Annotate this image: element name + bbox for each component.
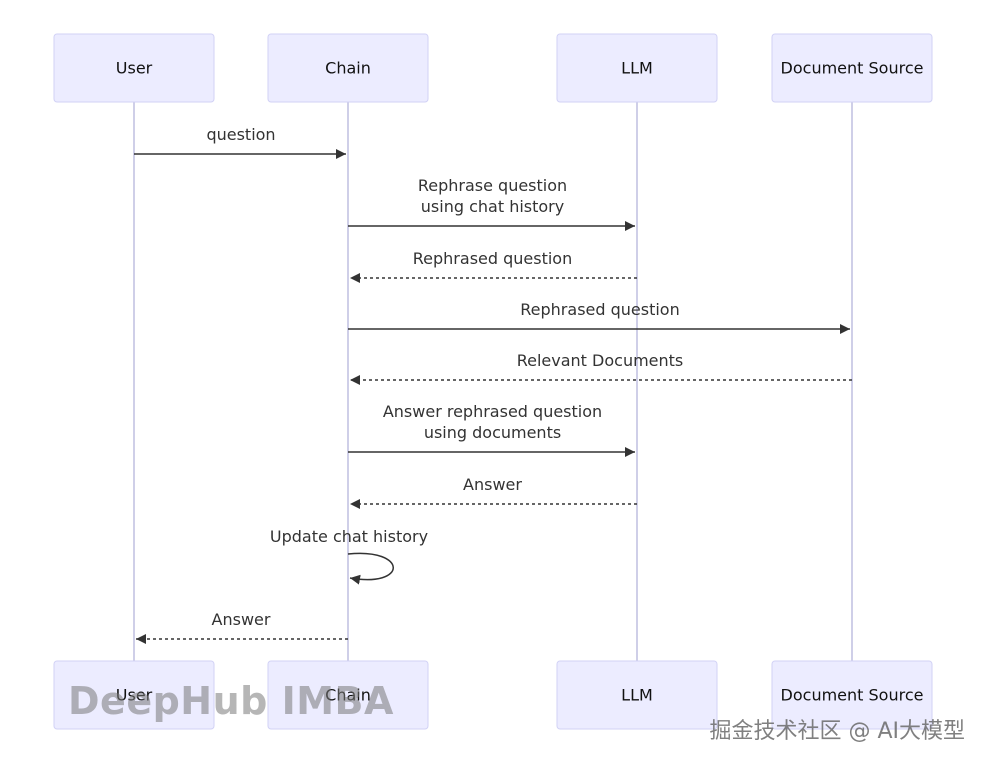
- actor-label-chain-top: Chain: [325, 59, 371, 78]
- message-1-label: question: [206, 125, 275, 144]
- message-1: question: [134, 125, 346, 159]
- actor-label-docs-bottom: Document Source: [781, 686, 924, 705]
- message-7-label: Answer: [463, 475, 522, 494]
- message-3: Rephrased question: [350, 249, 637, 283]
- message-6-label-line-2: using documents: [424, 423, 561, 442]
- message-8: Update chat history: [270, 527, 428, 585]
- actor-chain-bottom: Chain: [267, 660, 429, 730]
- actor-chain-top: Chain: [267, 33, 429, 103]
- actor-box-chain-bottom: [267, 660, 429, 730]
- message-2-label: Rephrase question using chat history: [418, 176, 567, 216]
- actor-label-docs-top: Document Source: [781, 59, 924, 78]
- message-4: Rephrased question: [348, 300, 850, 334]
- message-9: Answer: [136, 610, 348, 644]
- actor-llm-top: LLM: [556, 33, 718, 103]
- message-7-label-line-1: Answer: [463, 475, 522, 494]
- actor-user-top: User: [53, 33, 215, 103]
- actor-llm-bottom: LLM: [556, 660, 718, 730]
- actors-bottom: User Chain LLM Document Source: [53, 660, 933, 730]
- message-5-label: Relevant Documents: [517, 351, 684, 370]
- actor-docs-bottom: Document Source: [771, 660, 933, 730]
- message-3-label: Rephrased question: [413, 249, 572, 268]
- watermark-deephub: DeepHub IMBA: [68, 679, 394, 723]
- actor-label-chain-bottom: Chain: [325, 686, 371, 705]
- message-6: Answer rephrased question using documents: [348, 402, 635, 457]
- actor-box-llm-bottom: [556, 660, 718, 730]
- message-4-label-line-1: Rephrased question: [520, 300, 679, 319]
- actor-label-user-top: User: [116, 59, 153, 78]
- message-8-arrow: [347, 552, 394, 585]
- message-7: Answer: [350, 475, 637, 509]
- actor-box-docs-bottom: [771, 660, 933, 730]
- message-4-label: Rephrased question: [520, 300, 679, 319]
- actor-box-llm-top: [556, 33, 718, 103]
- actor-label-llm-top: LLM: [621, 59, 653, 78]
- actor-box-user-bottom: [53, 660, 215, 730]
- actor-label-user-bottom: User: [116, 686, 153, 705]
- actor-box-chain-top: [267, 33, 429, 103]
- message-2-label-line-1: Rephrase question: [418, 176, 567, 195]
- message-6-label: Answer rephrased question using documents: [383, 402, 602, 442]
- actor-user-bottom: User: [53, 660, 215, 730]
- actor-docs-top: Document Source: [771, 33, 933, 103]
- message-2-label-line-2: using chat history: [421, 197, 564, 216]
- message-8-label: Update chat history: [270, 527, 428, 546]
- message-1-label-line-1: question: [206, 125, 275, 144]
- message-6-label-line-1: Answer rephrased question: [383, 402, 602, 421]
- message-9-label: Answer: [212, 610, 271, 629]
- lifelines: [133, 102, 853, 661]
- message-9-label-line-1: Answer: [212, 610, 271, 629]
- message-3-label-line-1: Rephrased question: [413, 249, 572, 268]
- actor-box-docs-top: [771, 33, 933, 103]
- message-2: Rephrase question using chat history: [348, 176, 635, 231]
- message-8-label-line-1: Update chat history: [270, 527, 428, 546]
- actors-top: User Chain LLM Document Source: [53, 33, 933, 103]
- message-5: Relevant Documents: [350, 351, 852, 385]
- actor-box-user-top: [53, 33, 215, 103]
- watermark-juejin: 掘金技术社区 @ AI大模型: [709, 719, 965, 744]
- actor-label-llm-bottom: LLM: [621, 686, 653, 705]
- message-5-label-line-1: Relevant Documents: [517, 351, 684, 370]
